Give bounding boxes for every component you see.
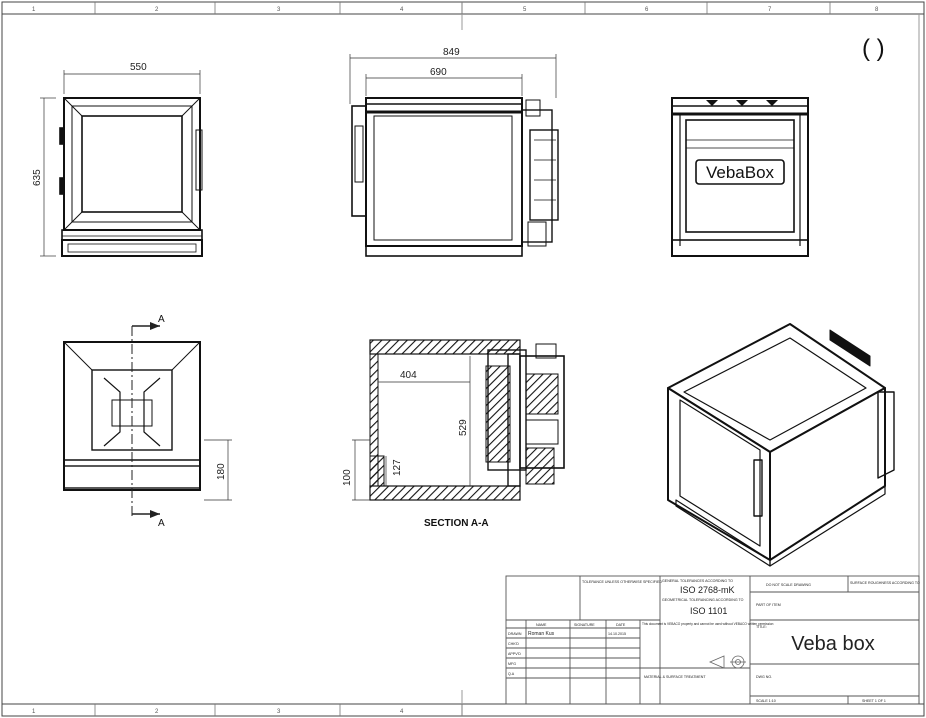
section-view xyxy=(369,339,565,501)
dimension-section-base: 100 xyxy=(342,469,353,486)
no-scale-note: DO NOT SCALE DRAWING xyxy=(766,583,811,587)
section-line xyxy=(131,322,160,518)
dimension-section-width: 404 xyxy=(400,370,417,381)
projection-symbol xyxy=(708,655,746,669)
part-of-item-label: PART OF ITEM xyxy=(756,603,781,607)
dimension-front-width: 550 xyxy=(130,62,147,73)
tolerance-standard-1: ISO 2768-mK xyxy=(680,585,735,595)
row-checked: CHK'D xyxy=(508,642,519,646)
row-approved: APPV'D xyxy=(508,652,521,656)
column-name: NAME xyxy=(536,623,547,627)
drawing-number-label: DWG NO. xyxy=(756,675,772,679)
row-qa: Q.A xyxy=(508,672,515,676)
dimension-bottom-height: 180 xyxy=(216,463,227,480)
zone-number: 2 xyxy=(155,7,159,13)
zone-number: 2 xyxy=(155,709,159,715)
section-view-dimensions xyxy=(352,356,471,501)
zone-numbers: 1 2 3 4 5 6 7 8 1 2 3 4 xyxy=(32,7,879,715)
dimension-side-body: 690 xyxy=(430,67,447,78)
zone-number: 1 xyxy=(32,709,36,715)
rear-view xyxy=(671,97,809,257)
drawn-date: 14.10.2015 xyxy=(608,632,626,636)
drawing-title: Veba box xyxy=(791,633,874,655)
zone-number: 5 xyxy=(523,7,527,13)
dimension-side-overall: 849 xyxy=(443,47,460,58)
zone-number: 8 xyxy=(875,7,879,13)
dimension-front-height: 635 xyxy=(32,169,43,186)
section-caption: SECTION A-A xyxy=(424,518,489,529)
zone-number: 6 xyxy=(645,7,649,13)
row-mfg: MFG xyxy=(508,662,516,666)
dimension-section-small: 127 xyxy=(392,459,403,476)
zone-number: 3 xyxy=(277,709,281,715)
section-mark-bottom: A xyxy=(158,518,165,529)
front-view-dimensions xyxy=(40,70,201,257)
dimension-section-height: 529 xyxy=(458,419,469,436)
surface-roughness-label: SURFACE ROUGHNESS ACCORDING TO xyxy=(850,581,920,585)
title-block xyxy=(505,575,920,705)
scale-label: SCALE 1:10 xyxy=(756,699,776,703)
zone-dividers xyxy=(94,2,831,716)
zone-number: 4 xyxy=(400,7,404,13)
title-label: TITLE: xyxy=(756,625,767,629)
drawn-by-name: Roman Kus xyxy=(528,631,555,637)
rear-view-logo: VebaBox xyxy=(706,163,775,182)
front-view xyxy=(59,97,203,257)
zone-number: 3 xyxy=(277,7,281,13)
sheet-number-label: SHEET 1 OF 1 xyxy=(862,699,886,703)
corner-mark: ( ) xyxy=(862,35,885,62)
column-date: DATE xyxy=(616,623,626,627)
ownership-notice: This document is VEBACO property and can… xyxy=(642,622,774,626)
side-view xyxy=(351,97,559,257)
tolerance-header: TOLERANCE UNLESS OTHERWISE SPECIFIED xyxy=(582,580,662,584)
section-mark-top: A xyxy=(158,314,165,325)
column-signature: SIGNATURE xyxy=(574,623,595,627)
side-view-dimensions xyxy=(349,54,557,104)
zone-number: 1 xyxy=(32,7,36,13)
isometric-view xyxy=(667,323,895,567)
general-tolerance-label: GENERAL TOLERANCES ACCORDING TO xyxy=(662,579,733,583)
zone-number: 7 xyxy=(768,7,772,13)
zone-number: 4 xyxy=(400,709,404,715)
bottom-view-dimensions xyxy=(204,439,232,501)
geometric-tolerance-label: GEOMETRICAL TOLERANCING ACCORDING TO xyxy=(662,598,744,602)
row-drawn: DRAWN xyxy=(508,632,522,636)
tolerance-standard-2: ISO 1101 xyxy=(690,606,727,616)
material-label: MATERIAL & SURFACE TREATMENT xyxy=(644,675,706,679)
